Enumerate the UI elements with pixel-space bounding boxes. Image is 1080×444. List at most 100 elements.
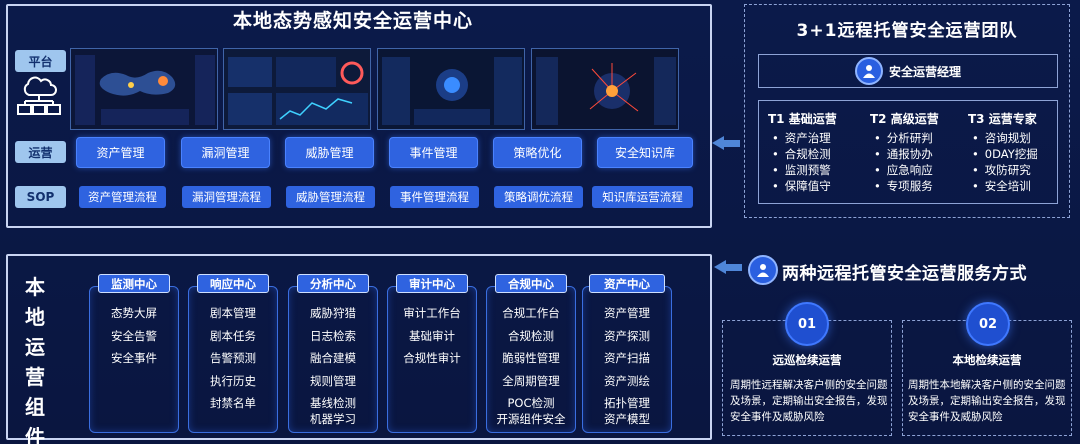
tier-item: 合规检测 xyxy=(768,146,837,162)
manager-icon xyxy=(854,57,883,85)
service-number-01: 01 xyxy=(785,302,829,346)
ops-asset-management-button[interactable]: 资产管理 xyxy=(76,137,165,168)
tier-t2-title: T2 高级运营 xyxy=(870,112,939,126)
module-item: 开源组件安全 xyxy=(496,412,566,426)
module-analysis-items: 威胁狩猎 日志检索 融合建模 规则管理 基线检测 机器学习 xyxy=(288,302,378,427)
module-item: 资产管理 xyxy=(604,306,650,320)
row-tag-platform: 平台 xyxy=(15,50,66,72)
manager-box: 安全运营经理 xyxy=(758,54,1058,88)
tier-item: 应急响应 xyxy=(870,162,939,178)
tier-item: 0DAY挖掘 xyxy=(968,146,1038,162)
tier-item: 通报协办 xyxy=(870,146,939,162)
arrow-left-icon xyxy=(714,260,726,274)
arrow-shaft xyxy=(722,140,740,147)
service-desc-remote: 周期性远程解决客户侧的安全问题及场景，定期输出安全报告，发现安全事件及威胁风险 xyxy=(730,379,888,423)
module-item: 执行历史 xyxy=(210,373,256,388)
module-item: 规则管理 xyxy=(310,373,356,388)
tier-t3: T3 运营专家 咨询规划 0DAY挖掘 攻防研究 安全培训 xyxy=(968,110,1038,194)
arrow-shaft xyxy=(724,264,742,271)
module-item: 审计工作台 xyxy=(403,306,461,320)
module-monitor-items: 态势大屏 安全告警 安全事件 xyxy=(89,302,179,370)
ops-policy-optimization-button[interactable]: 策略优化 xyxy=(493,137,582,168)
platform-screenshot-map xyxy=(70,48,218,130)
platform-screenshot-dashboard xyxy=(223,48,371,130)
service-desc-local: 周期性本地解决客户侧的安全问题及场景，定期输出安全报告，发现安全事件及威胁风险 xyxy=(908,379,1066,423)
module-item: 安全事件 xyxy=(111,351,157,365)
tier-box xyxy=(758,100,1058,204)
module-item: 资产模型 xyxy=(604,412,650,426)
sop-policy-process-button[interactable]: 策略调优流程 xyxy=(494,186,583,208)
local-components-panel xyxy=(6,254,712,440)
ops-event-management-button[interactable]: 事件管理 xyxy=(389,137,478,168)
tier-item: 资产治理 xyxy=(768,130,837,146)
services-title: 两种远程托管安全运营服务方式 xyxy=(782,264,1027,284)
title-char: 运 xyxy=(25,335,45,359)
title-char: 本 xyxy=(25,275,45,299)
module-item: 安全告警 xyxy=(111,328,157,343)
module-item: 合规工作台 xyxy=(502,306,560,320)
module-audit-header[interactable]: 审计中心 xyxy=(396,274,468,293)
row-tag-sop: SOP xyxy=(15,186,66,208)
tier-item: 安全培训 xyxy=(968,178,1038,194)
module-asset-header[interactable]: 资产中心 xyxy=(589,274,665,293)
sop-event-process-button[interactable]: 事件管理流程 xyxy=(390,186,479,208)
module-item: 合规检测 xyxy=(508,328,554,343)
module-item: 基线检测 xyxy=(310,396,356,410)
module-compliance-header[interactable]: 合规中心 xyxy=(495,274,567,293)
sop-threat-process-button[interactable]: 威胁管理流程 xyxy=(286,186,375,208)
module-item: 融合建模 xyxy=(310,351,356,365)
platform-screenshot-attack xyxy=(531,48,679,130)
service-number-02: 02 xyxy=(966,302,1010,346)
sop-knowledge-process-button[interactable]: 知识库运营流程 xyxy=(592,186,693,208)
tier-item: 咨询规划 xyxy=(968,130,1038,146)
service-icon xyxy=(748,255,778,285)
tier-item: 专项服务 xyxy=(870,178,939,194)
ops-knowledge-base-button[interactable]: 安全知识库 xyxy=(597,137,693,168)
module-item: 封禁名单 xyxy=(210,396,256,410)
remote-team-title: 3+1远程托管安全运营团队 xyxy=(796,21,1018,41)
module-analysis-header[interactable]: 分析中心 xyxy=(297,274,369,293)
title-char: 营 xyxy=(25,365,45,389)
module-item: 剧本任务 xyxy=(210,328,256,343)
module-item: 日志检索 xyxy=(310,328,356,343)
module-item: 资产探测 xyxy=(604,328,650,343)
tier-item: 分析研判 xyxy=(870,130,939,146)
service-name-remote: 远巡检续运营 xyxy=(772,353,842,367)
platform-screenshot-analytics xyxy=(377,48,525,130)
remote-team-panel xyxy=(744,4,1070,218)
sop-asset-process-button[interactable]: 资产管理流程 xyxy=(79,186,166,208)
module-audit-items: 审计工作台 基础审计 合规性审计 xyxy=(387,302,477,370)
module-item: 合规性审计 xyxy=(403,351,461,365)
arrow-left-icon xyxy=(712,136,724,150)
local-soc-panel xyxy=(6,4,712,228)
tier-item: 保障值守 xyxy=(768,178,837,194)
module-response-header[interactable]: 响应中心 xyxy=(197,274,269,293)
module-monitor-header[interactable]: 监测中心 xyxy=(98,274,170,293)
module-item: 态势大屏 xyxy=(111,306,157,320)
module-asset-items: 资产管理 资产探测 资产扫描 资产测绘 拓扑管理 资产模型 xyxy=(582,302,672,427)
title-char: 件 xyxy=(25,425,45,444)
module-item: 拓扑管理 xyxy=(604,396,650,410)
module-item: 资产测绘 xyxy=(604,373,650,388)
ops-vuln-management-button[interactable]: 漏洞管理 xyxy=(181,137,270,168)
module-item: 机器学习 xyxy=(310,412,356,426)
tier-item: 攻防研究 xyxy=(968,162,1038,178)
title-char: 组 xyxy=(25,395,45,419)
module-item: 资产扫描 xyxy=(604,351,650,365)
local-components-title: 本 地 运 营 组 件 xyxy=(22,272,48,444)
title-char: 地 xyxy=(25,305,45,329)
row-tag-ops: 运营 xyxy=(15,141,66,163)
local-soc-title: 本地态势感知安全运营中心 xyxy=(232,10,473,32)
module-item: 剧本管理 xyxy=(210,306,256,320)
manager-label: 安全运营经理 xyxy=(888,64,961,79)
sop-vuln-process-button[interactable]: 漏洞管理流程 xyxy=(182,186,271,208)
module-item: 威胁狩猎 xyxy=(310,306,356,320)
ops-threat-management-button[interactable]: 威胁管理 xyxy=(285,137,374,168)
tier-t3-title: T3 运营专家 xyxy=(968,112,1037,126)
cloud-network-icon xyxy=(17,76,61,115)
module-compliance-items: 合规工作台 合规检测 脆弱性管理 全周期管理 POC检测 开源组件安全 xyxy=(486,302,576,427)
service-name-local: 本地检续运营 xyxy=(952,353,1022,367)
module-item: 全周期管理 xyxy=(502,373,560,388)
module-item: 告警预测 xyxy=(210,351,256,365)
module-response-items: 剧本管理 剧本任务 告警预测 执行历史 封禁名单 xyxy=(188,302,278,415)
